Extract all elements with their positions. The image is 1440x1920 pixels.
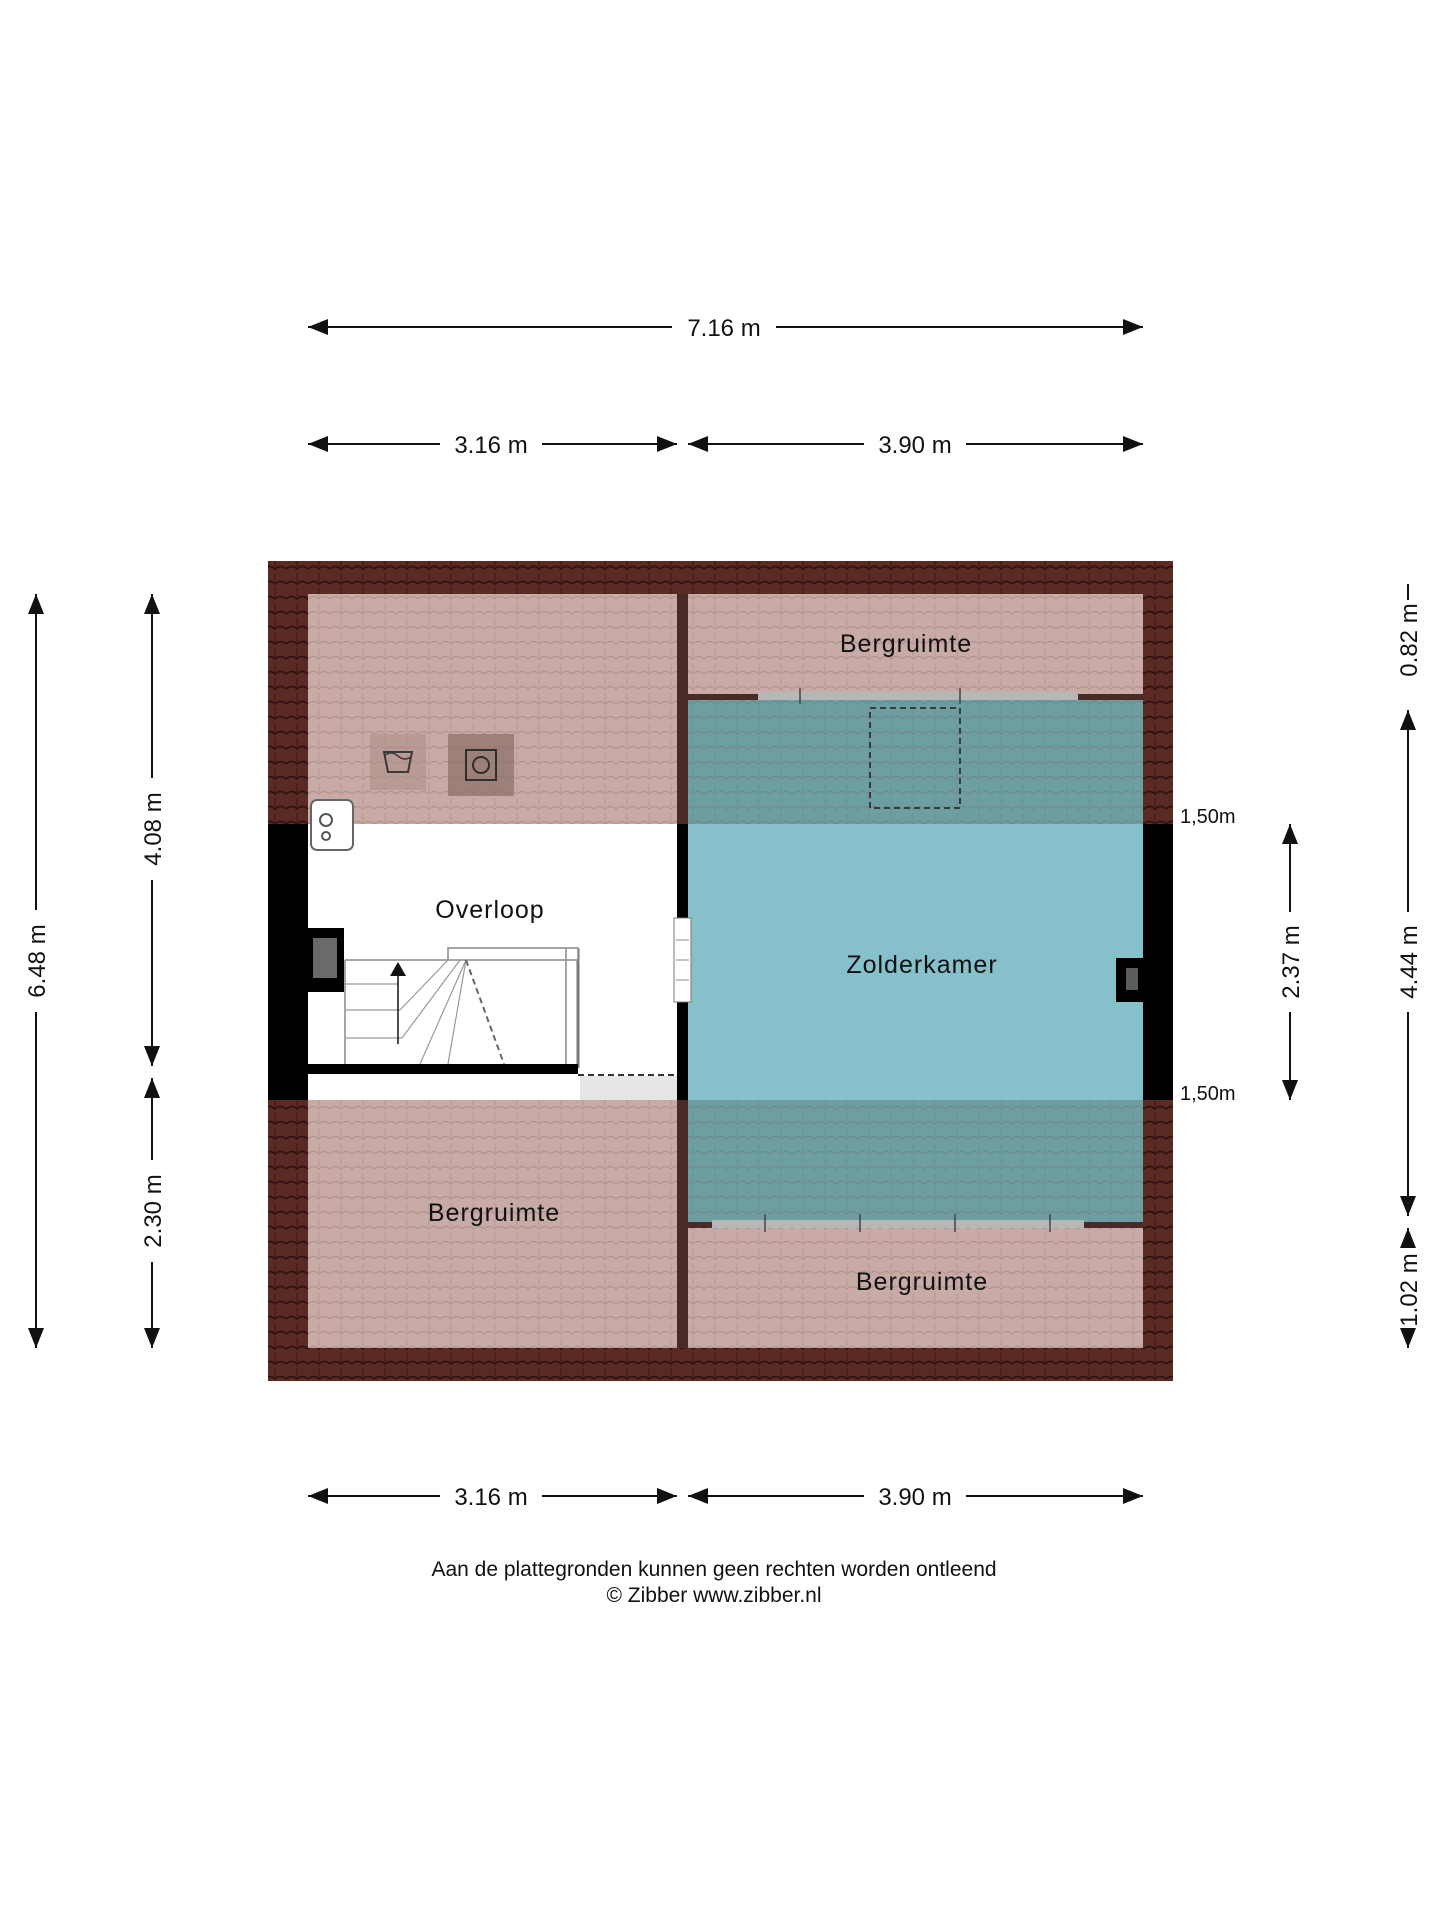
room-label-zolderkamer: Zolderkamer xyxy=(846,951,997,979)
ceiling-height-lower: 1,50m xyxy=(1180,1083,1236,1105)
dim-left-upper: 4.08 m xyxy=(140,792,167,865)
dim-right-upper: 0.82 m xyxy=(1396,603,1423,676)
dryer-icon xyxy=(448,734,514,796)
dim-bottom-right: 3.90 m xyxy=(878,1484,951,1511)
room-label-bergruimte-bottom-left: Bergruimte xyxy=(428,1199,560,1227)
zolderkamer-floor xyxy=(688,824,1143,1100)
dim-top-left: 3.16 m xyxy=(454,432,527,459)
washing-machine-icon xyxy=(370,734,426,790)
footer-copyright: © Zibber www.zibber.nl xyxy=(606,1584,821,1607)
dim-left-total: 6.48 m xyxy=(24,924,51,997)
knee-door-top xyxy=(758,692,1078,700)
staircase xyxy=(344,947,580,1068)
dim-left-lower: 2.30 m xyxy=(140,1174,167,1247)
wall-left xyxy=(268,824,308,1100)
footer-disclaimer: Aan de plattegronden kunnen geen rechten… xyxy=(431,1558,996,1581)
knee-door-bottom xyxy=(712,1220,1084,1228)
overloop-floor-strip xyxy=(580,1076,678,1100)
building xyxy=(268,561,1173,1381)
ceiling-height-upper: 1,50m xyxy=(1180,806,1236,828)
dim-right-lower: 1.02 m xyxy=(1396,1253,1423,1326)
wall-right xyxy=(1143,824,1173,1100)
roof-window-icon xyxy=(869,707,961,809)
room-label-bergruimte-bottom-right: Bergruimte xyxy=(856,1268,988,1296)
dim-top-right: 3.90 m xyxy=(878,432,951,459)
room-label-bergruimte-top-right: Bergruimte xyxy=(840,630,972,658)
dim-right-middle: 4.44 m xyxy=(1396,925,1423,998)
wall-stair-bottom xyxy=(308,1064,578,1074)
dim-bottom-left: 3.16 m xyxy=(454,1484,527,1511)
dim-top-total: 7.16 m xyxy=(687,315,760,342)
dim-zolderkamer-height: 2.37 m xyxy=(1278,925,1305,998)
boiler-icon xyxy=(310,799,354,851)
room-label-overloop: Overloop xyxy=(435,896,544,924)
